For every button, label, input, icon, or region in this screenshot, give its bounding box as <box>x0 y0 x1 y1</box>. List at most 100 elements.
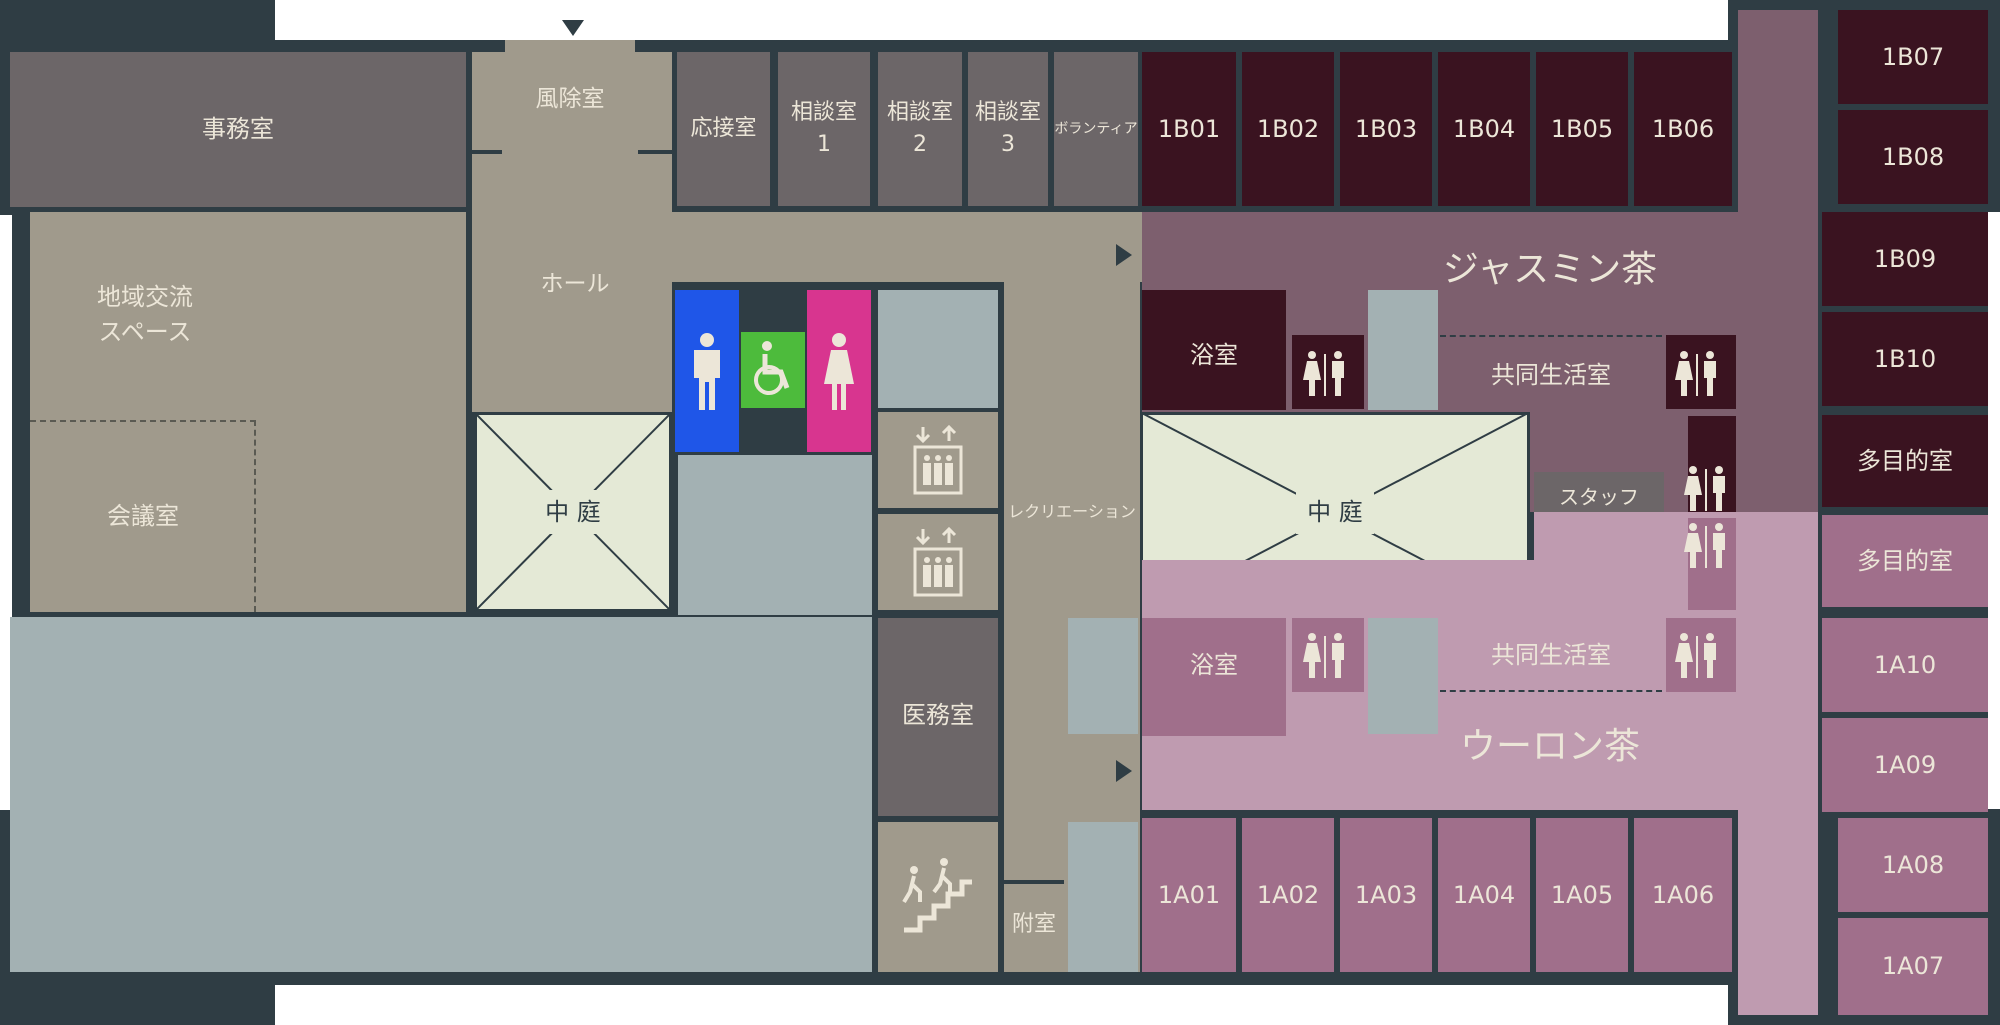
reception-room[interactable] <box>677 52 770 206</box>
consult-3-label: 相談室 3 <box>974 100 1041 157</box>
unit-room[interactable] <box>1822 618 1988 712</box>
unit-room[interactable] <box>1438 818 1530 972</box>
unit-room-label: 1B04 <box>1452 114 1516 143</box>
unit-room[interactable] <box>1536 52 1628 206</box>
wheelchair-icon <box>754 341 790 395</box>
elevator-icon <box>913 425 963 495</box>
bath-a-room[interactable] <box>1142 618 1286 736</box>
bath-b-room[interactable] <box>1142 290 1286 410</box>
service-area <box>678 455 872 615</box>
unit-room[interactable] <box>1438 52 1530 206</box>
unit-b-corridor[interactable] <box>1738 10 1818 512</box>
wall-divider <box>1004 880 1064 884</box>
restroom-icon <box>1675 351 1716 396</box>
unit-room[interactable] <box>1536 818 1628 972</box>
unit-room-label: 1B02 <box>1256 114 1320 143</box>
consult-room-2[interactable] <box>878 52 962 206</box>
vestibule-room[interactable] <box>505 40 635 120</box>
unit-room-label: 1A05 <box>1550 880 1614 909</box>
shaft-area <box>1068 822 1138 972</box>
unit-room-label: 1B07 <box>1881 42 1945 71</box>
female-toilet-icon <box>824 333 854 410</box>
unit-room-label: 1B09 <box>1873 244 1937 273</box>
stairwell[interactable] <box>878 822 998 972</box>
medical-room[interactable] <box>878 618 998 816</box>
restroom-icon <box>1303 351 1344 396</box>
shaft-area <box>878 290 998 408</box>
multi-a-label: 多目的室 <box>1857 546 1953 575</box>
entrance-arrow-icon <box>1116 760 1132 782</box>
stairs-icon <box>902 858 972 933</box>
main-corridor[interactable] <box>672 212 1142 282</box>
courtyard-left-label: 中 庭 <box>534 490 612 534</box>
meeting-room[interactable] <box>30 420 256 612</box>
consult-1-label: 相談室 1 <box>790 100 857 157</box>
unit-room-label: 1A06 <box>1651 880 1715 909</box>
lower-left-area <box>10 617 872 972</box>
shared-a-room[interactable] <box>1440 600 1662 692</box>
consult-room-1[interactable] <box>778 52 870 206</box>
unit-room-label: 1B05 <box>1550 114 1614 143</box>
male-toilet-icon <box>694 333 720 410</box>
unit-room-label: 1A09 <box>1873 750 1937 779</box>
multi-b-label: 多目的室 <box>1857 446 1953 475</box>
multi-b-room[interactable] <box>1822 415 1988 507</box>
unit-room-label: 1B10 <box>1873 344 1937 373</box>
restroom-icon <box>1684 466 1725 511</box>
unit-room[interactable] <box>1634 52 1732 206</box>
meeting-label: 会議室 <box>107 501 179 530</box>
unit-room[interactable] <box>1242 818 1334 972</box>
community-label: 地域交流 スペース <box>97 283 193 346</box>
elevator-icon <box>913 527 963 597</box>
unit-a-corridor[interactable] <box>1738 512 1818 1015</box>
shared-b-room[interactable] <box>1440 335 1662 425</box>
restroom-a1[interactable] <box>1292 618 1364 692</box>
entrance-arrow-icon <box>562 20 584 36</box>
office-room[interactable] <box>10 52 466 207</box>
unit-room[interactable] <box>1822 718 1988 812</box>
outside-area <box>1988 212 2000 809</box>
unit-room[interactable] <box>1340 818 1432 972</box>
annex-label: 附室 <box>1011 912 1056 938</box>
multi-a-room[interactable] <box>1822 515 1988 607</box>
wall-divider <box>638 150 672 154</box>
medical-label: 医務室 <box>902 700 974 729</box>
community-space[interactable] <box>30 212 466 612</box>
vestibule-label: 風除室 <box>535 86 605 113</box>
unit-room-label: 1B03 <box>1354 114 1418 143</box>
unit-room[interactable] <box>1242 52 1334 206</box>
unit-room[interactable] <box>1838 110 1988 204</box>
unit-room-label: 1A02 <box>1256 880 1320 909</box>
outside-area <box>275 985 1728 1025</box>
unit-room[interactable] <box>1822 212 1988 306</box>
restroom-icon <box>1675 633 1716 678</box>
shared-a-label: 共同生活室 <box>1491 640 1611 669</box>
unit-room-label: 1B06 <box>1651 114 1715 143</box>
restroom-b1[interactable] <box>1292 335 1364 409</box>
unit-b-label: ジャスミン茶 <box>1442 248 1658 290</box>
unit-room[interactable] <box>1634 818 1732 972</box>
recreation-label: レクリエーション <box>1008 502 1136 522</box>
office-label: 事務室 <box>202 115 274 144</box>
consult-room-3[interactable] <box>968 52 1048 206</box>
hall-label: ホール <box>540 271 610 298</box>
unit-room[interactable] <box>1142 52 1236 206</box>
restroom-icon <box>1303 633 1344 678</box>
unit-room[interactable] <box>1340 52 1432 206</box>
unit-room[interactable] <box>1838 818 1988 912</box>
bath-b-label: 浴室 <box>1190 340 1238 369</box>
outside-area <box>275 0 1728 40</box>
shaft-area <box>1368 290 1438 410</box>
entrance-arrow-icon <box>1116 244 1132 266</box>
unit-room[interactable] <box>1838 918 1988 1015</box>
unit-room[interactable] <box>1838 10 1988 104</box>
unit-room-label: 1A10 <box>1873 650 1937 679</box>
consult-2-label: 相談室 2 <box>886 100 953 157</box>
unit-room-label: 1A08 <box>1881 850 1945 879</box>
volunteer-room[interactable] <box>1054 52 1138 206</box>
bath-a-label: 浴室 <box>1190 650 1238 679</box>
unit-room-label: 1B08 <box>1881 142 1945 171</box>
unit-room[interactable] <box>1142 818 1236 972</box>
unit-room[interactable] <box>1822 312 1988 406</box>
